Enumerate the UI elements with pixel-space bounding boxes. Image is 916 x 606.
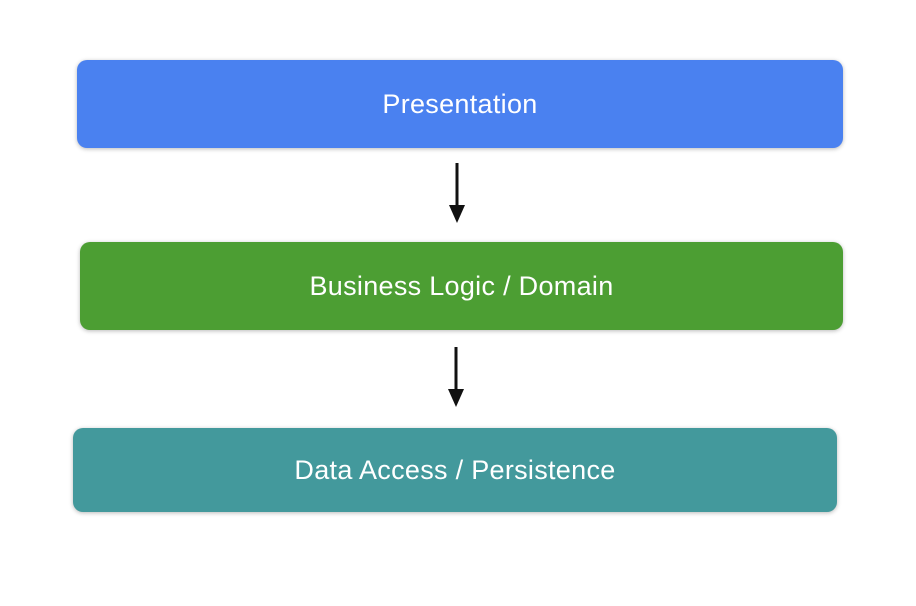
layer-box-business-logic: Business Logic / Domain [80, 242, 843, 330]
down-arrow-icon-presentation-to-business [449, 163, 465, 223]
layer-box-presentation: Presentation [77, 60, 843, 148]
layer-box-data-access: Data Access / Persistence [73, 428, 837, 512]
layer-label-business-logic: Business Logic / Domain [309, 270, 614, 301]
down-arrow-icon-business-to-data [448, 347, 464, 407]
layer-label-presentation: Presentation [382, 88, 538, 119]
layer-label-data-access: Data Access / Persistence [294, 454, 616, 485]
arrow-head [448, 389, 464, 407]
arrow-head [449, 205, 465, 223]
